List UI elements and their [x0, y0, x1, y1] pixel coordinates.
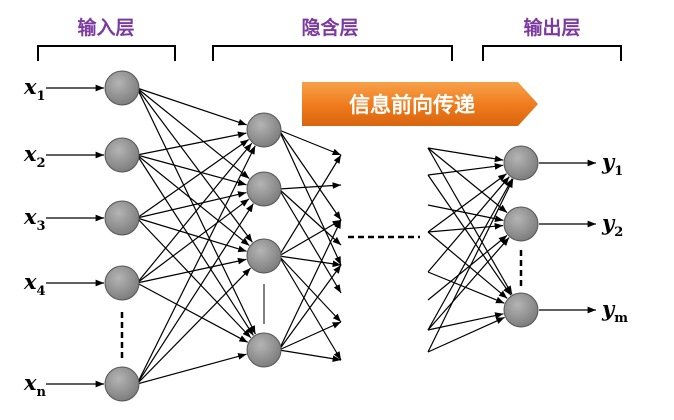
- connection-hidden-fanout: [278, 264, 342, 351]
- connection-fanin-output: [427, 163, 504, 176]
- connection-hidden-fanout: [278, 219, 342, 351]
- connection-fanin-output: [427, 176, 510, 273]
- connection-fanin-output: [427, 174, 512, 296]
- output-layer-bracket: [482, 45, 622, 61]
- output-neuron: [503, 206, 539, 242]
- connection-fanin-output: [427, 231, 508, 299]
- connection-fanin-output: [427, 237, 510, 331]
- connection-fanin-output: [427, 312, 504, 331]
- connection-hidden-fanout: [278, 349, 342, 362]
- neurons: [104, 70, 539, 402]
- input-label-subscript: 2: [37, 156, 46, 171]
- connection-input-hidden: [136, 87, 253, 243]
- input-label-subscript: n: [37, 385, 47, 400]
- connection-fanin-output: [427, 147, 504, 163]
- hidden-neuron: [246, 112, 282, 148]
- connection-input-hidden: [136, 217, 247, 253]
- hidden-neuron: [246, 332, 282, 368]
- connection-input-hidden: [136, 282, 249, 343]
- connection-hidden-fanout: [278, 255, 342, 268]
- input-label-subscript: 1: [37, 89, 46, 104]
- forward-propagation-banner: [302, 82, 538, 126]
- hidden-layer-bracket: [212, 45, 453, 61]
- connection-input-hidden: [136, 154, 250, 247]
- input-label: xn: [23, 370, 47, 400]
- input-label: x3: [23, 204, 46, 234]
- hidden-layer-title: 隐含层: [301, 16, 358, 39]
- connection-fanin-output: [427, 173, 507, 233]
- connection-input-hidden: [136, 267, 252, 385]
- input-neuron: [104, 366, 140, 402]
- output-layer-title: 输出层: [523, 16, 580, 39]
- banner-text: 信息前向传递: [349, 93, 475, 117]
- input-neuron: [104, 200, 140, 236]
- connection-fanin-output: [427, 234, 508, 301]
- input-neuron: [104, 137, 140, 173]
- input-label: x4: [23, 269, 46, 299]
- connection-input-hidden: [136, 138, 250, 219]
- output-label: ym: [601, 296, 628, 326]
- input-label-subscript: 4: [37, 284, 46, 299]
- connection-hidden-fanout: [278, 154, 342, 257]
- connection-hidden-fanout: [278, 321, 342, 351]
- connection-input-hidden: [136, 87, 250, 180]
- input-label-subscript: 3: [37, 219, 46, 234]
- connection-hidden-fanout: [278, 188, 342, 294]
- connection-fanin-output: [427, 147, 513, 295]
- connection-input-hidden: [136, 131, 247, 156]
- input-label: x2: [23, 141, 46, 171]
- output-neuron: [503, 145, 539, 181]
- hidden-neuron: [246, 238, 282, 274]
- hidden-neuron: [246, 171, 282, 207]
- input-neuron: [104, 265, 140, 301]
- connection-input-hidden: [136, 198, 250, 284]
- input-label: x1: [23, 74, 46, 104]
- connection-hidden-fanout: [278, 129, 342, 156]
- connection-input-hidden: [136, 145, 256, 385]
- connection-fanin-output: [427, 316, 505, 353]
- connection-fanin-output: [427, 147, 508, 214]
- output-label: y2: [601, 210, 623, 240]
- output-label-subscript: 1: [614, 164, 623, 179]
- connection-input-hidden: [136, 353, 247, 385]
- connection-input-hidden: [136, 191, 247, 219]
- output-neuron: [503, 292, 539, 328]
- connection-hidden-fanout: [278, 188, 342, 246]
- connection-input-hidden: [136, 154, 247, 186]
- input-layer-title: 输入层: [77, 16, 134, 39]
- input-layer-bracket: [37, 45, 176, 61]
- connection-hidden-fanout: [278, 255, 342, 323]
- connection-input-hidden: [136, 154, 254, 336]
- connection-hidden-fanout: [278, 129, 342, 221]
- output-label-subscript: 2: [614, 225, 623, 240]
- output-label-subscript: m: [614, 311, 628, 326]
- connection-input-hidden: [136, 257, 247, 284]
- connections: [46, 84, 596, 388]
- input-neuron: [104, 70, 140, 106]
- connection-fanin-output: [427, 178, 513, 331]
- connection-hidden-fanout: [278, 182, 342, 190]
- connection-hidden-fanout: [278, 219, 342, 257]
- connection-input-hidden: [136, 87, 247, 126]
- output-label: y1: [601, 149, 623, 179]
- connection-fanin-output: [427, 271, 505, 304]
- connection-input-hidden: [136, 217, 252, 339]
- connection-input-hidden: [136, 142, 253, 284]
- connection-input-hidden: [136, 203, 254, 385]
